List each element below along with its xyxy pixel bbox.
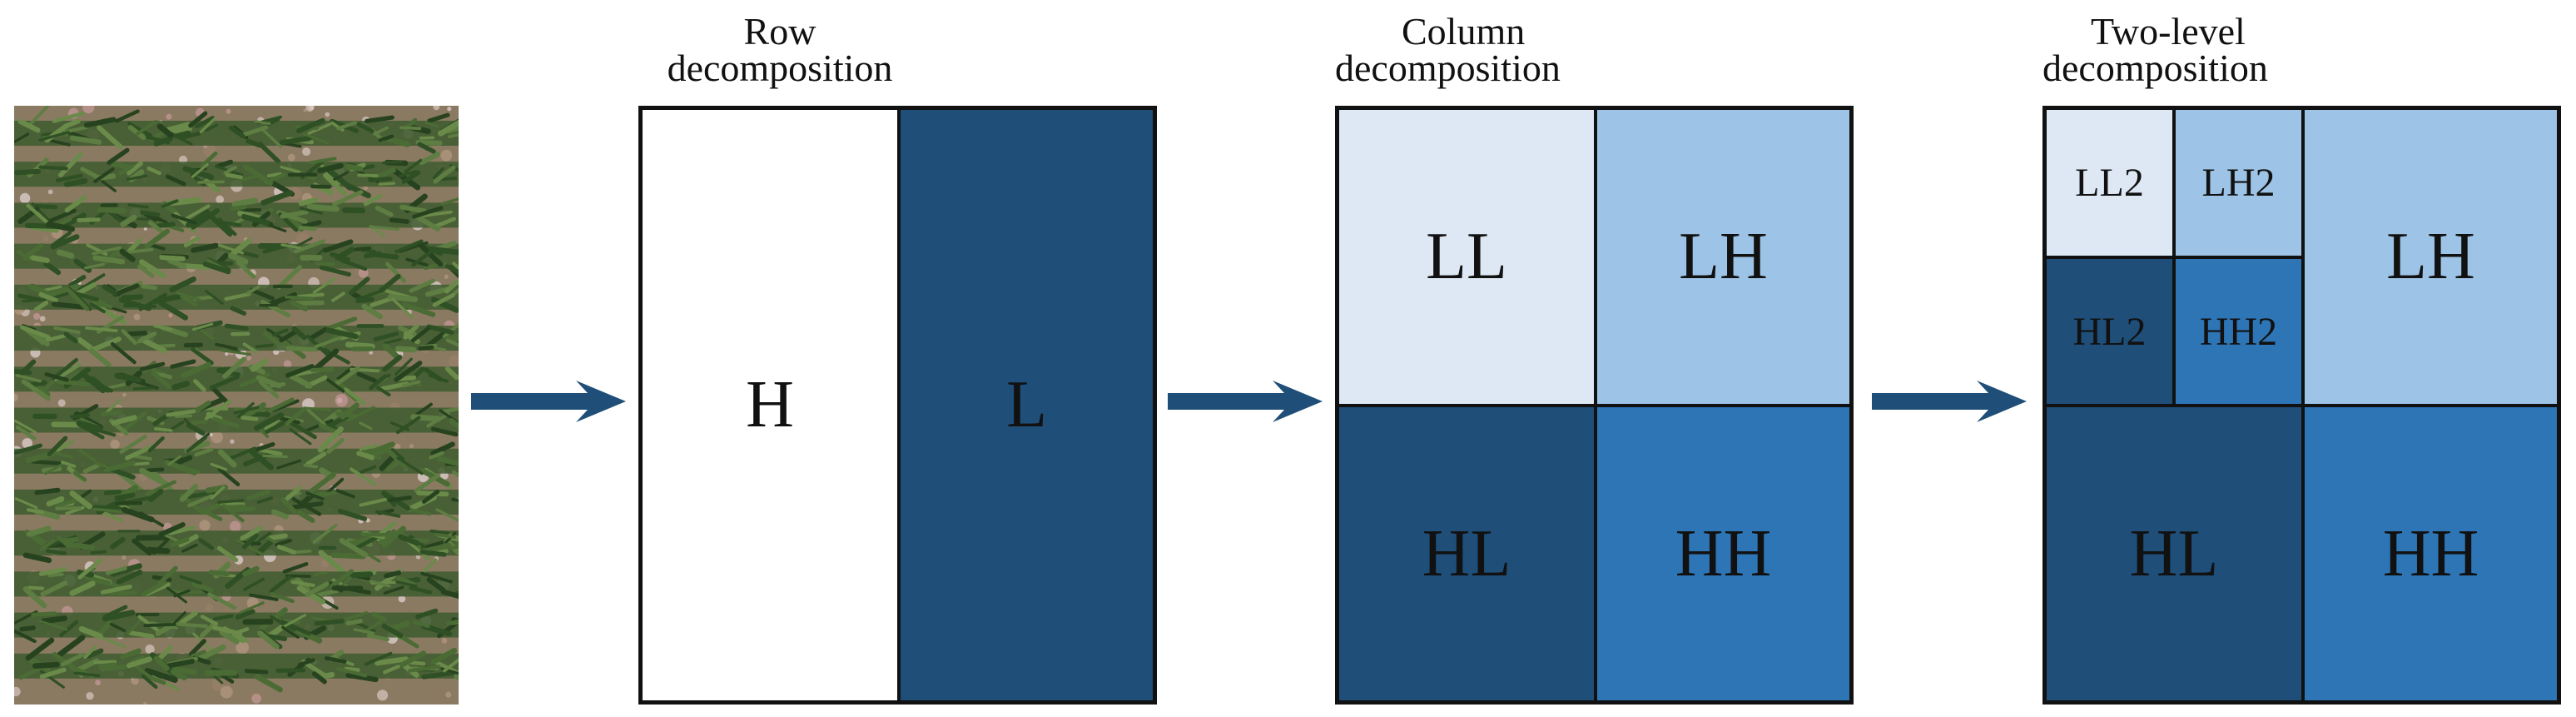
subband-hh-label: HH xyxy=(2382,516,2479,590)
title-line-1: Row xyxy=(743,10,816,52)
arrow-right-icon xyxy=(471,381,626,422)
subband-hh2-label: HH2 xyxy=(2199,309,2278,354)
two-level-decomposition-panel: LL2 LH2 HL2 HH2 LH HL HH xyxy=(2042,106,2561,705)
arrow-right-icon xyxy=(1168,381,1323,422)
subband-l-label: L xyxy=(1006,368,1047,441)
subband-h: H xyxy=(641,108,899,702)
subband-ll-label: LL xyxy=(1426,220,1507,293)
title-line-2: decomposition xyxy=(1335,47,1561,89)
title-line-2: decomposition xyxy=(2042,47,2268,89)
subband-hl: HL xyxy=(1338,406,1596,702)
subband-lh2: LH2 xyxy=(2174,108,2303,257)
title-line-1: Two-level xyxy=(2091,10,2246,52)
subband-lh2-label: LH2 xyxy=(2201,161,2276,205)
row-decomposition-panel: H L xyxy=(638,106,1157,705)
row-decomposition-title: Row decomposition xyxy=(638,10,921,89)
subband-ll2: LL2 xyxy=(2045,108,2174,257)
subband-h-label: H xyxy=(746,368,794,441)
subband-hh2: HH2 xyxy=(2174,257,2303,406)
crop-field-image xyxy=(14,106,459,705)
column-decomposition-panel: LL LH HL HH xyxy=(1335,106,1854,705)
subband-hh: HH xyxy=(2303,406,2559,702)
subband-l: L xyxy=(899,108,1154,702)
subband-ll2-label: LL2 xyxy=(2075,161,2144,205)
subband-hl: HL xyxy=(2045,406,2303,702)
subband-hl2: HL2 xyxy=(2045,257,2174,406)
subband-hh-label: HH xyxy=(1675,516,1772,590)
subband-hl-label: HL xyxy=(1422,516,1511,590)
title-line-2: decomposition xyxy=(667,47,893,89)
subband-hl-label: HL xyxy=(2129,516,2219,590)
arrow-right-icon xyxy=(1872,381,2027,422)
subband-lh-label: LH xyxy=(1679,220,1768,293)
subband-hl2-label: HL2 xyxy=(2072,309,2147,354)
title-line-1: Column xyxy=(1402,10,1526,52)
subband-ll: LL xyxy=(1338,108,1596,406)
two-level-decomposition-title: Two-level decomposition xyxy=(2042,10,2342,89)
column-decomposition-title: Column decomposition xyxy=(1335,10,1618,89)
subband-lh: LH xyxy=(2303,108,2559,406)
subband-lh-label: LH xyxy=(2386,220,2475,293)
subband-hh: HH xyxy=(1596,406,1851,702)
subband-lh: LH xyxy=(1596,108,1851,406)
